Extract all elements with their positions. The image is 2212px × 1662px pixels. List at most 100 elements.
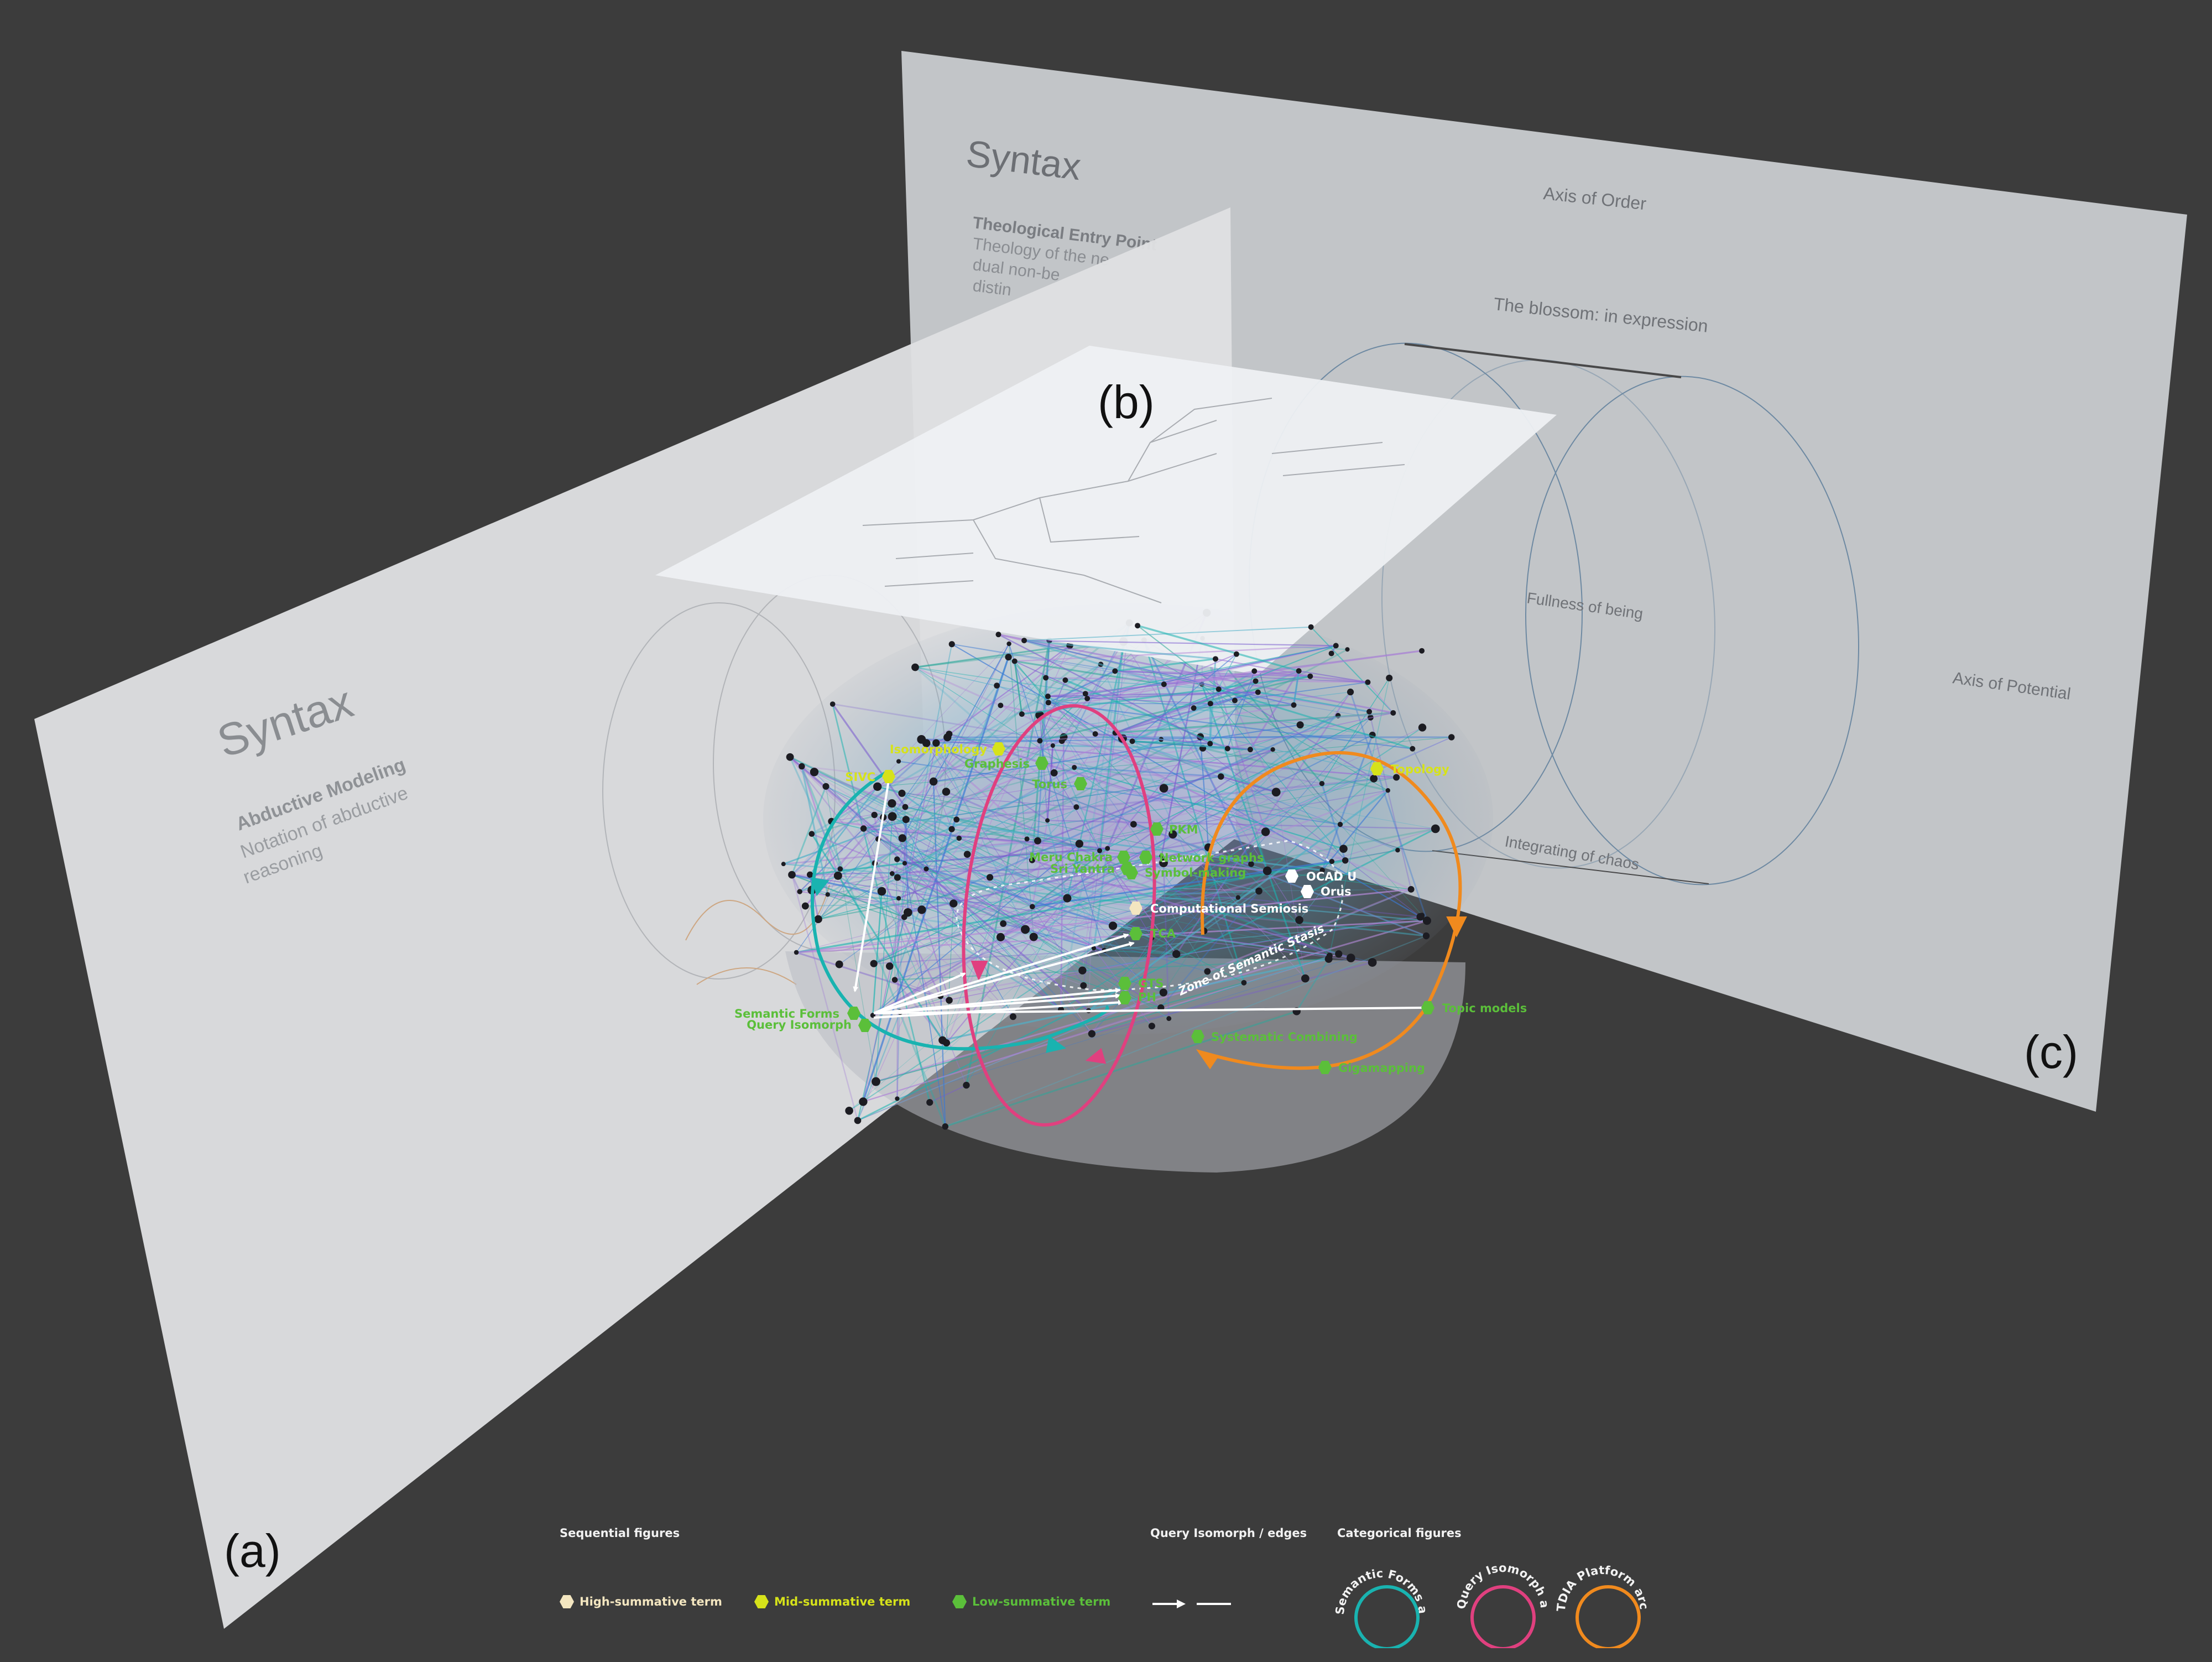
network-edge bbox=[1032, 861, 1332, 908]
network-node-dot bbox=[1319, 867, 1325, 873]
network-node-dot bbox=[1112, 668, 1118, 674]
network-edge bbox=[827, 850, 1100, 895]
network-node-dot bbox=[1207, 741, 1213, 747]
node-gigamapping[interactable]: Gigamapping bbox=[1318, 1061, 1425, 1075]
network-edge bbox=[894, 979, 941, 997]
network-node-dot bbox=[1418, 723, 1427, 732]
node-ph[interactable]: PH bbox=[1118, 991, 1156, 1004]
node-semantic-forms[interactable]: Semantic Forms bbox=[734, 1007, 860, 1020]
node-computational-semiosis[interactable]: Computational Semiosis bbox=[1129, 902, 1308, 915]
node-network-graphs[interactable]: Network graphs bbox=[1139, 851, 1264, 864]
network-node-dot bbox=[1241, 980, 1247, 986]
network-edge bbox=[1160, 890, 1260, 1008]
node-meru-chakra[interactable]: Meru Chakra bbox=[1029, 851, 1130, 864]
network-node-dot bbox=[963, 851, 971, 858]
network-edge bbox=[809, 874, 820, 920]
network-node-dot bbox=[1328, 650, 1334, 657]
network-node-dot bbox=[1224, 746, 1230, 752]
network-edge bbox=[946, 838, 1028, 1044]
torus-drawing bbox=[1249, 342, 1859, 885]
network-edge bbox=[889, 791, 947, 967]
network-node-dot bbox=[894, 856, 900, 862]
network-node-dot bbox=[924, 866, 929, 872]
network-edge bbox=[1113, 925, 1330, 956]
node-sivc[interactable]: SIVC bbox=[845, 770, 895, 784]
network-node-dot bbox=[1232, 697, 1238, 704]
network-edge bbox=[1296, 958, 1329, 1012]
network-edge bbox=[1014, 660, 1049, 704]
network-node-dot bbox=[929, 777, 938, 786]
network-node-dot bbox=[1235, 895, 1241, 900]
network-edge bbox=[936, 742, 1048, 821]
network-edge bbox=[1039, 714, 1277, 793]
network-node-dot bbox=[1291, 702, 1297, 708]
network-edge bbox=[872, 891, 883, 1015]
network-edge bbox=[801, 765, 946, 1127]
network-node-dot bbox=[903, 908, 912, 917]
node-ocad-u[interactable]: OCAD U bbox=[1285, 869, 1357, 883]
network-node-dot bbox=[1270, 747, 1275, 752]
node-topic-models[interactable]: Topic models bbox=[1421, 1001, 1527, 1015]
network-edge bbox=[863, 827, 1170, 1019]
node-symbol-making[interactable]: Symbol-making bbox=[1125, 866, 1246, 879]
network-edge bbox=[915, 666, 1373, 736]
network-edge bbox=[1033, 936, 1170, 1019]
node-query-isomorph[interactable]: Query Isomorph bbox=[747, 1018, 872, 1032]
network-edge bbox=[863, 828, 1161, 1008]
node-label: PH bbox=[1138, 991, 1156, 1004]
network-edge bbox=[1091, 717, 1371, 1034]
network-edge bbox=[894, 657, 1009, 981]
network-edge bbox=[1048, 650, 1422, 704]
network-edge bbox=[1008, 643, 1105, 951]
network-node-dot bbox=[1307, 673, 1313, 679]
network-node-dot bbox=[896, 896, 901, 901]
node-orus[interactable]: Orus bbox=[1301, 885, 1352, 898]
network-edge bbox=[1021, 675, 1311, 715]
network-node-dot bbox=[822, 783, 830, 790]
network-node-dot bbox=[1009, 1013, 1016, 1020]
network-node-dot bbox=[1029, 932, 1038, 941]
network-edge bbox=[1104, 920, 1427, 951]
network-edge bbox=[831, 820, 1267, 872]
network-node-dot bbox=[1419, 648, 1425, 654]
node-topology[interactable]: Topology bbox=[1370, 762, 1449, 776]
network-node-dot bbox=[1346, 954, 1355, 962]
network-edge bbox=[958, 837, 1032, 861]
node-pkm[interactable]: PKM bbox=[1150, 822, 1198, 836]
network-node-dot bbox=[854, 1117, 862, 1124]
network-node-dot bbox=[942, 1123, 949, 1130]
network-node-dot bbox=[1159, 784, 1168, 793]
network-node-dot bbox=[888, 812, 897, 821]
node-isomorphology[interactable]: Isomorphology bbox=[890, 742, 1005, 756]
network-edge bbox=[1203, 890, 1260, 932]
network-edge bbox=[915, 644, 1070, 668]
network-node-dot bbox=[799, 763, 805, 770]
node-systematic-combining[interactable]: Systematic Combining bbox=[1191, 1030, 1358, 1044]
network-node-dot bbox=[1342, 857, 1349, 864]
network-node-dot bbox=[956, 835, 962, 841]
node-label: GTS bbox=[1138, 977, 1164, 990]
network-edge bbox=[1310, 627, 1394, 713]
node-tca[interactable]: TCA bbox=[1129, 927, 1176, 940]
network-edge bbox=[790, 756, 1068, 899]
network-node-dot bbox=[898, 789, 906, 797]
network-node-dot bbox=[1063, 894, 1072, 903]
node-gts[interactable]: GTS bbox=[1118, 977, 1164, 990]
network-node-dot bbox=[1080, 982, 1087, 989]
network-edge bbox=[940, 970, 1083, 997]
network-edge bbox=[796, 920, 1427, 954]
network-node-dot bbox=[859, 1097, 868, 1106]
panel-b bbox=[655, 346, 1557, 675]
network-node-dot bbox=[1419, 913, 1425, 918]
network-edge bbox=[832, 703, 1322, 785]
network-node-dot bbox=[1204, 968, 1211, 975]
network-node-dot bbox=[1045, 818, 1050, 823]
node-torus[interactable]: Torus bbox=[1032, 777, 1087, 791]
network-edge bbox=[813, 772, 905, 864]
network-edge bbox=[891, 873, 1062, 1010]
network-edge bbox=[811, 833, 1105, 951]
network-edge bbox=[791, 874, 859, 1121]
network-node-dot bbox=[845, 1107, 853, 1115]
network-node-dot bbox=[1337, 821, 1343, 827]
node-graphesis[interactable]: Graphesis bbox=[964, 757, 1048, 770]
